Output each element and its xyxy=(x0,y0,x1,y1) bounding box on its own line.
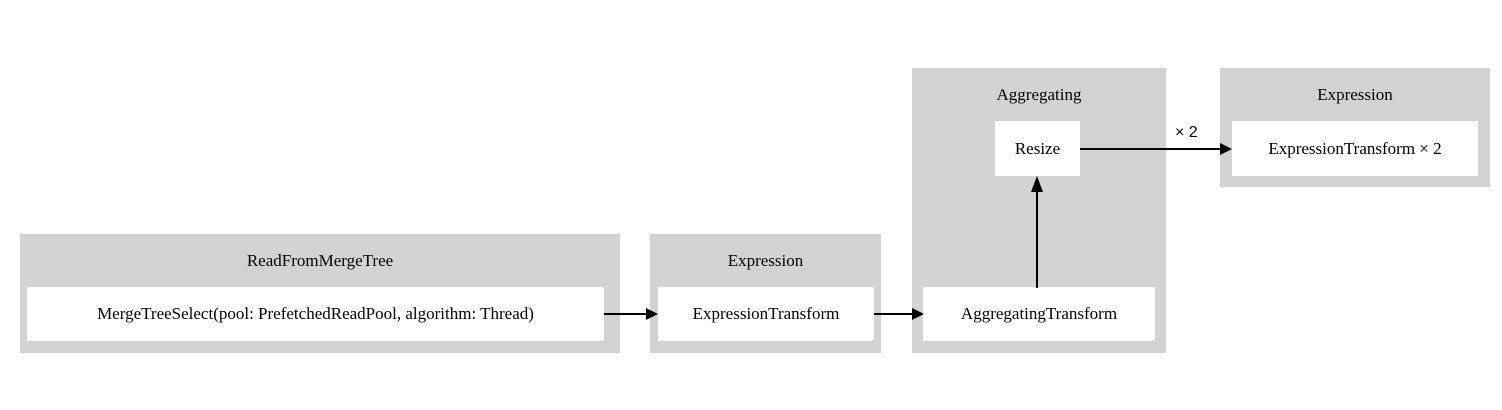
cluster-title-expression-1: Expression xyxy=(727,251,804,270)
edge-resize-to-expression2 xyxy=(1080,140,1234,158)
cluster-title-expression-2: Expression xyxy=(1317,85,1393,104)
node-expression-transform[interactable]: ExpressionTransform xyxy=(658,287,874,341)
edge-expression-to-aggregating xyxy=(874,305,926,323)
node-merge-tree-select[interactable]: MergeTreeSelect(pool: PrefetchedReadPool… xyxy=(27,287,604,341)
arrow-up-icon xyxy=(1031,176,1043,288)
edge-merge-to-expression xyxy=(604,305,660,323)
node-aggregating-transform[interactable]: AggregatingTransform xyxy=(923,287,1155,341)
cluster-title-aggregating: Aggregating xyxy=(996,85,1082,104)
cluster-title-read-from-merge-tree: ReadFromMergeTree xyxy=(246,251,394,270)
edge-aggregating-to-resize xyxy=(1028,176,1046,288)
node-expression-transform-x2[interactable]: ExpressionTransform × 2 xyxy=(1232,121,1478,176)
arrow-right-icon xyxy=(874,308,924,320)
edge-label-resize-to-expression2: × 2 xyxy=(1175,124,1198,141)
arrow-right-icon xyxy=(604,308,658,320)
arrow-right-icon xyxy=(1080,143,1232,155)
node-resize[interactable]: Resize xyxy=(995,121,1080,176)
